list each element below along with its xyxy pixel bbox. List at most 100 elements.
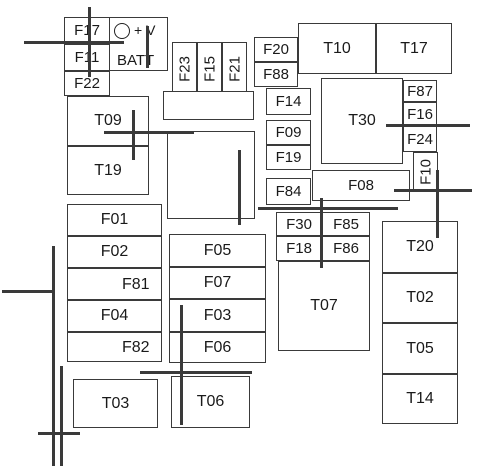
- fuse-f16-label: F16: [407, 105, 433, 123]
- empty-slot-top: [163, 91, 254, 120]
- relay-t05-label: T05: [406, 339, 434, 357]
- mount-bar-bottom-left-h: [38, 432, 80, 435]
- fuse-f86: F86: [322, 236, 370, 261]
- relay-t09-label: T09: [94, 112, 122, 129]
- fuse-f82: F82: [67, 332, 162, 362]
- fuse-f21: F21: [222, 42, 247, 96]
- fuse-f02: F02: [67, 236, 162, 268]
- fuse-f87-label: F87: [407, 82, 433, 100]
- fuse-f30: F30: [276, 212, 322, 236]
- mount-bar-left-v: [52, 246, 55, 466]
- fuse-f20-label: F20: [263, 41, 289, 58]
- relay-t07: T07: [278, 261, 370, 351]
- fuse-f22-label: F22: [74, 75, 100, 92]
- fuse-f85: F85: [322, 212, 370, 236]
- circle-icon: [114, 23, 130, 39]
- relay-t20: T20: [382, 221, 458, 273]
- relay-t14: T14: [382, 374, 458, 424]
- fuse-f88-label: F88: [263, 66, 289, 83]
- fuse-f84-label: F84: [275, 183, 302, 200]
- mount-bar-bottom-left-v: [60, 366, 63, 466]
- fuse-f84: F84: [266, 178, 311, 205]
- relay-t02: T02: [382, 273, 458, 323]
- relay-t02-label: T02: [406, 289, 434, 306]
- mount-bar-f30-v: [320, 198, 323, 268]
- relay-t19-label: T19: [94, 161, 122, 179]
- fuse-f30-label: F30: [286, 215, 312, 233]
- fuse-f09: F09: [266, 120, 311, 145]
- relay-t14-label: T14: [406, 390, 434, 407]
- mount-bar-center-h: [258, 207, 398, 210]
- fuse-f04: F04: [67, 300, 162, 332]
- fuse-f81: F81: [67, 268, 162, 300]
- fuse-f18-label: F18: [286, 240, 312, 257]
- fuse-f03-label: F03: [203, 306, 232, 324]
- mount-bar-center-v: [238, 150, 241, 225]
- fuse-f20: F20: [254, 37, 298, 62]
- fuse-f15: F15: [197, 42, 222, 96]
- fuse-f22: F22: [64, 71, 110, 96]
- fuse-f09-label: F09: [275, 124, 302, 141]
- fuse-f10: F10: [413, 152, 438, 192]
- fuse-f01: F01: [67, 204, 162, 236]
- fuse-f08-label: F08: [348, 177, 374, 194]
- relay-t10-label: T10: [323, 39, 351, 57]
- mount-bar-right-v: [436, 170, 439, 238]
- mount-bar-bottom-mid-v: [180, 305, 183, 425]
- fuse-f14: F14: [266, 88, 311, 115]
- fuse-f03: F03: [169, 299, 266, 332]
- relay-t09: T09: [67, 96, 149, 146]
- relay-t17-label: T17: [400, 39, 428, 57]
- fuse-f08: F08: [312, 170, 410, 201]
- fuse-f04-label: F04: [100, 307, 129, 324]
- fuse-f19: F19: [266, 145, 311, 170]
- battery-terminal: + V BATT: [110, 17, 168, 71]
- fuse-f18: F18: [276, 236, 322, 261]
- empty-slot-center: [167, 131, 255, 219]
- fuse-f24: F24: [403, 126, 437, 152]
- fuse-f21-label: F21: [226, 56, 243, 82]
- fuse-f24-label: F24: [407, 130, 433, 148]
- fuse-f19-label: F19: [275, 149, 302, 166]
- relay-t30: T30: [321, 78, 403, 164]
- relay-t03-label: T03: [101, 394, 130, 412]
- relay-t05: T05: [382, 323, 458, 374]
- fuse-f86-label: F86: [333, 240, 359, 257]
- fuse-f06: F06: [169, 332, 266, 363]
- fuse-f11-label: F11: [74, 49, 100, 66]
- mount-bar-right-h2: [394, 189, 472, 192]
- fuse-f16: F16: [403, 102, 437, 126]
- batt-label: BATT: [117, 52, 155, 69]
- fuse-f88: F88: [254, 62, 298, 87]
- mount-bar-top-left-h: [24, 41, 124, 44]
- fuse-f06-label: F06: [203, 338, 232, 356]
- mount-bar-left-h: [2, 290, 54, 293]
- relay-t07-label: T07: [310, 297, 338, 314]
- relay-t06: T06: [171, 376, 250, 428]
- fuse-f05: F05: [169, 234, 266, 267]
- fuse-f02-label: F02: [100, 243, 129, 260]
- fuse-f82-label: F82: [122, 339, 150, 356]
- relay-t03: T03: [73, 379, 158, 428]
- relay-t06-label: T06: [196, 393, 225, 410]
- fuse-f05-label: F05: [203, 241, 232, 259]
- fuse-f07: F07: [169, 267, 266, 299]
- fuse-f11: F11: [64, 44, 110, 71]
- fuse-f17: F17: [64, 17, 110, 44]
- fuse-f81-label: F81: [122, 276, 150, 293]
- mount-bar-t09-v: [132, 110, 135, 160]
- mount-bar-right-h1: [386, 124, 470, 127]
- fuse-f85-label: F85: [333, 215, 359, 233]
- fuse-f87: F87: [403, 80, 437, 102]
- relay-t19: T19: [67, 146, 149, 195]
- fuse-f07-label: F07: [203, 274, 232, 291]
- relay-t30-label: T30: [348, 112, 376, 129]
- mount-bar-top-left-v: [88, 7, 91, 77]
- relay-t17: T17: [376, 23, 452, 74]
- relay-t20-label: T20: [406, 238, 434, 255]
- mount-bar-t09-h: [104, 131, 194, 134]
- fuse-f17-label: F17: [74, 22, 100, 39]
- fuse-f14-label: F14: [275, 93, 302, 110]
- mount-bar-batt-v: [146, 26, 149, 68]
